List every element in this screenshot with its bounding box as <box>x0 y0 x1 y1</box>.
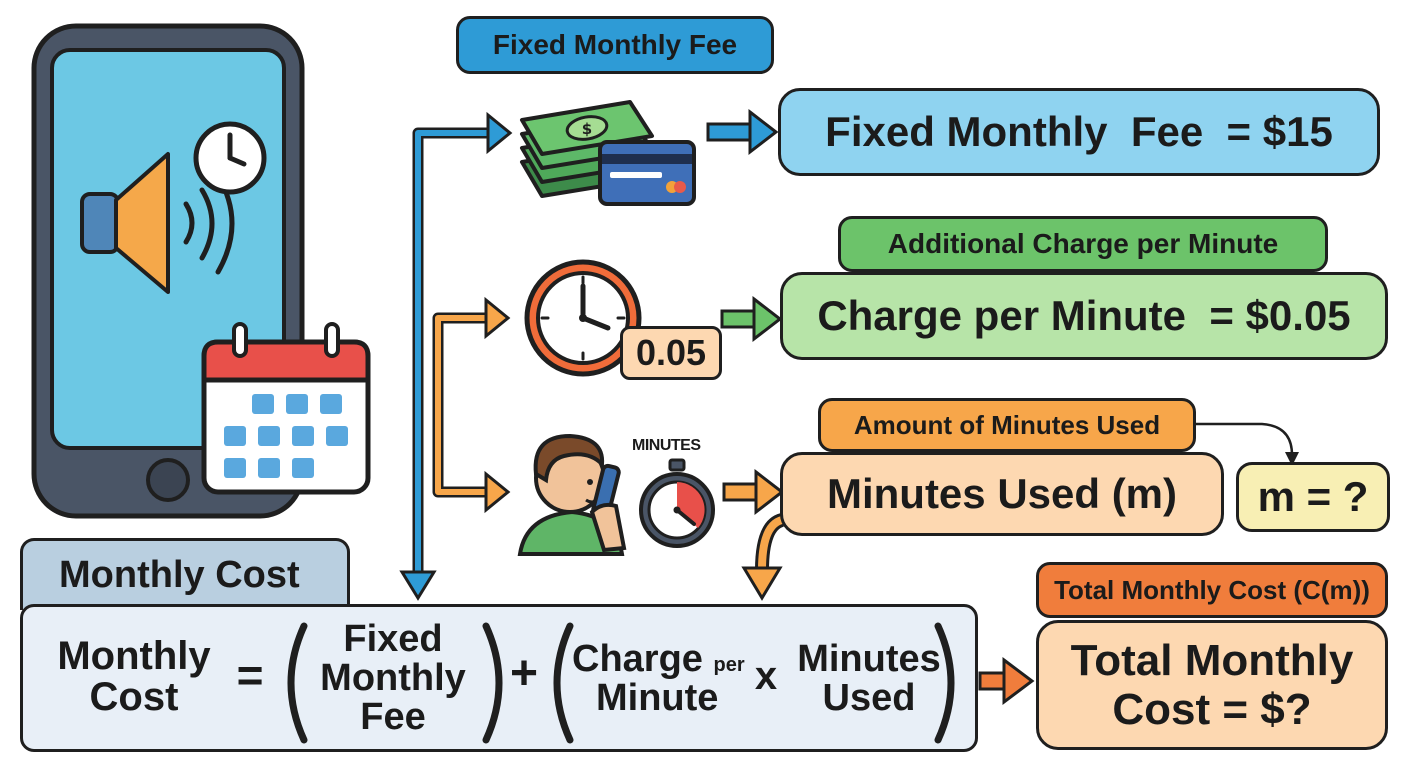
money-illustration: $ <box>520 100 696 206</box>
formula-lhs-line2: Cost <box>89 674 179 719</box>
formula-fixed-term: Fixed Monthly Fee <box>306 620 480 736</box>
formula-parentheses <box>287 622 955 744</box>
fixed-fee-box: Fixed Monthly Fee = $15 <box>778 88 1380 176</box>
arrow-minutes-to-formula <box>741 513 785 601</box>
formula-charge-term: Charge per Minute <box>572 640 746 718</box>
formula-charge-line1: Charge <box>572 638 703 680</box>
total-box-line1: Total Monthly <box>1070 635 1354 685</box>
formula-equals: = <box>236 649 264 701</box>
total-box: Total Monthly Cost = $? <box>1036 620 1388 750</box>
arrow-to-fixed-fee <box>706 108 779 156</box>
orange-connector-arrow <box>432 296 511 514</box>
formula-times: x <box>754 654 778 698</box>
clock-icon <box>193 121 267 195</box>
formula-lhs-line1: Monthly <box>57 634 211 678</box>
formula-plus: + <box>509 647 539 700</box>
arrow-to-minutes <box>722 468 785 516</box>
minutes-box: Minutes Used (m) <box>780 452 1224 536</box>
stopwatch-icon <box>639 458 715 548</box>
fixed-fee-tag: Fixed Monthly Fee <box>456 16 774 74</box>
arrow-to-total <box>978 657 1035 705</box>
charge-box: Charge per Minute = $0.05 <box>780 272 1388 360</box>
arrow-to-charge <box>720 295 783 343</box>
formula-charge-line2: Minute <box>596 676 719 719</box>
formula-fixed-line2: Monthly <box>320 656 466 699</box>
formula-minutes-line1: Minutes <box>797 638 941 680</box>
total-box-line2: Cost = $? <box>1112 685 1312 734</box>
formula-fixed-line3: Fee <box>360 695 426 738</box>
minutes-tag: Amount of Minutes Used <box>818 398 1196 452</box>
formula-lhs: Monthly Cost <box>52 636 216 718</box>
calendar-icon <box>201 322 371 495</box>
monthly-cost-tab: Monthly Cost <box>20 538 350 610</box>
formula-minutes-term: Minutes Used <box>790 640 948 718</box>
person-on-phone-icon <box>517 433 627 556</box>
price-badge: 0.05 <box>620 326 722 380</box>
phone-illustration <box>31 23 371 519</box>
blue-connector-arrow <box>399 111 513 601</box>
formula-fixed-line1: Fixed <box>343 618 443 660</box>
total-tag: Total Monthly Cost (C(m)) <box>1036 562 1388 618</box>
credit-card-icon <box>598 140 696 206</box>
stopwatch-label: MINUTES <box>632 437 701 454</box>
m-box: m = ? <box>1236 462 1390 532</box>
svg-text:$: $ <box>582 120 592 138</box>
formula-charge-per: per <box>713 654 745 676</box>
formula-minutes-line2: Used <box>822 676 916 719</box>
arrow-to-m-box <box>1196 422 1299 466</box>
speaker-icon <box>80 152 170 294</box>
wall-clock-icon <box>524 259 642 377</box>
charge-tag: Additional Charge per Minute <box>838 216 1328 272</box>
